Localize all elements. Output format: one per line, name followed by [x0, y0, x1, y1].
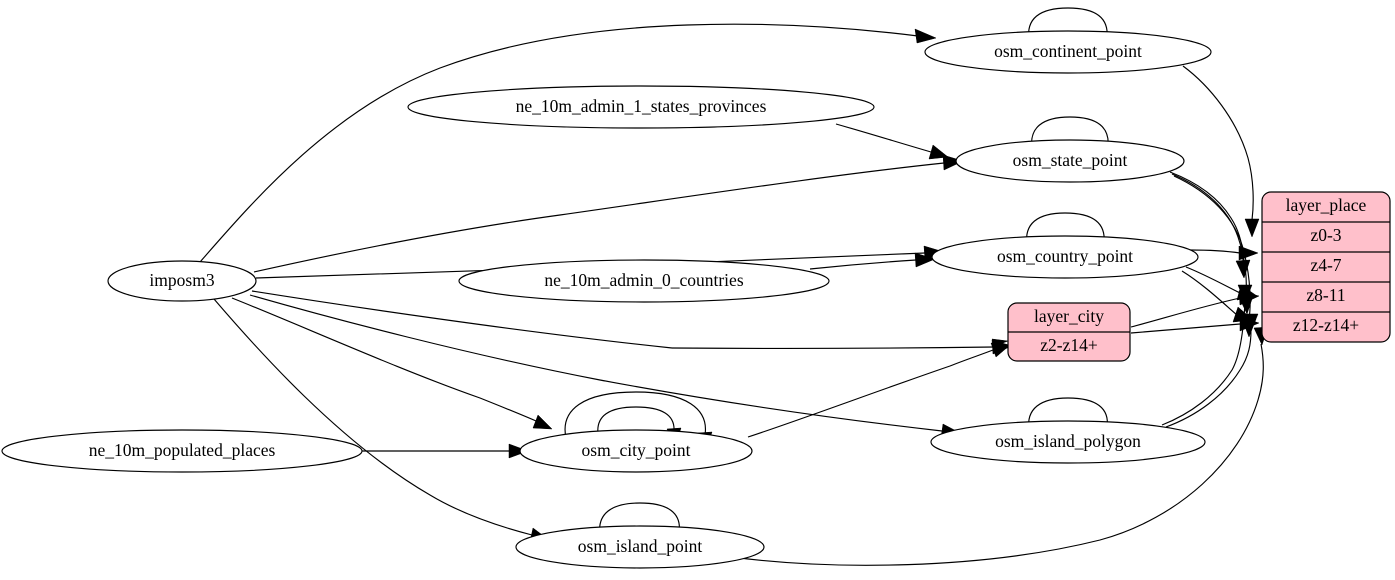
node-ne_10m_admin_0_countries-label: ne_10m_admin_0_countries — [544, 270, 743, 290]
record-row-layer_place-z12-z14[interactable]: z12-z14+ — [1293, 315, 1359, 335]
record-row-layer_city-header: layer_city — [1034, 306, 1104, 326]
edge-osm_continent_point-to-layer_place_z0_3 — [1182, 65, 1260, 238]
node-imposm3[interactable]: imposm3 — [107, 260, 257, 302]
node-ne_10m_admin_1_states_provinces[interactable]: ne_10m_admin_1_states_provinces — [407, 85, 875, 129]
record-row-layer_city-z2[interactable]: z2-z14+ — [1040, 335, 1098, 355]
nodes-layer: imposm3 ne_10m_populated_places ne_10m_a… — [1, 30, 1212, 569]
edge-imposm3-to-osm_island_point — [213, 298, 550, 543]
edge-ne_10m_admin_1_states_provinces-to-osm_state_point — [835, 123, 949, 160]
record-row-layer_place-header: layer_place — [1286, 195, 1367, 215]
node-osm_state_point[interactable]: osm_state_point — [955, 139, 1185, 183]
node-osm_state_point-label: osm_state_point — [1013, 150, 1128, 170]
edge-osm_country_point-to-layer_place_z4_7 — [1189, 245, 1259, 261]
edge-imposm3-to-osm_city_point — [231, 297, 553, 430]
record-row-layer_place-z0-3[interactable]: z0-3 — [1310, 225, 1341, 245]
node-osm_continent_point-label: osm_continent_point — [994, 41, 1142, 61]
edge-imposm3-to-osm_island_polygon — [249, 294, 961, 439]
node-osm_country_point[interactable]: osm_country_point — [931, 235, 1199, 279]
edge-ne_10m_admin_0_countries-to-osm_country_point — [809, 252, 936, 270]
record-node-layer_place[interactable]: layer_place z0-3 z4-7 z8-11 z12-z14+ — [1261, 191, 1391, 343]
node-osm_island_point-label: osm_island_point — [578, 536, 703, 556]
edge-osm_island_polygon-to-layer_place_z8_11 — [1161, 284, 1253, 426]
edge-imposm3-to-osm_state_point — [253, 154, 964, 273]
record-row-layer_place-z8-11[interactable]: z8-11 — [1306, 285, 1345, 305]
node-ne_10m_populated_places[interactable]: ne_10m_populated_places — [1, 429, 363, 473]
edge-layer_city_z2-to-layer_place_z12 — [1130, 316, 1260, 334]
node-osm_island_polygon-label: osm_island_polygon — [995, 431, 1141, 451]
node-ne_10m_populated_places-label: ne_10m_populated_places — [89, 440, 276, 460]
edge-osm_city_point-to-layer_city_z2 — [747, 342, 1011, 438]
node-imposm3-label: imposm3 — [149, 270, 214, 290]
node-osm_continent_point[interactable]: osm_continent_point — [924, 30, 1212, 74]
records-layer: layer_city z2-z14+ layer_place z0-3 z4-7… — [1007, 191, 1391, 362]
node-osm_city_point-label: osm_city_point — [582, 440, 691, 460]
node-osm_island_point[interactable]: osm_island_point — [515, 525, 765, 569]
edge-osm_island_polygon-to-layer_place_z12 — [1165, 313, 1259, 428]
node-osm_city_point[interactable]: osm_city_point — [519, 429, 753, 473]
record-row-layer_place-z4-7[interactable]: z4-7 — [1310, 255, 1341, 275]
node-ne_10m_admin_0_countries[interactable]: ne_10m_admin_0_countries — [458, 259, 830, 303]
node-osm_country_point-label: osm_country_point — [997, 246, 1133, 266]
node-ne_10m_admin_1_states_provinces-label: ne_10m_admin_1_states_provinces — [516, 96, 767, 116]
edge-ne_10m_populated_places-to-osm_city_point — [362, 443, 529, 459]
node-osm_island_polygon[interactable]: osm_island_polygon — [930, 420, 1206, 464]
edge-imposm3-to-osm_continent_point — [199, 23, 937, 263]
record-node-layer_city[interactable]: layer_city z2-z14+ — [1007, 302, 1131, 362]
